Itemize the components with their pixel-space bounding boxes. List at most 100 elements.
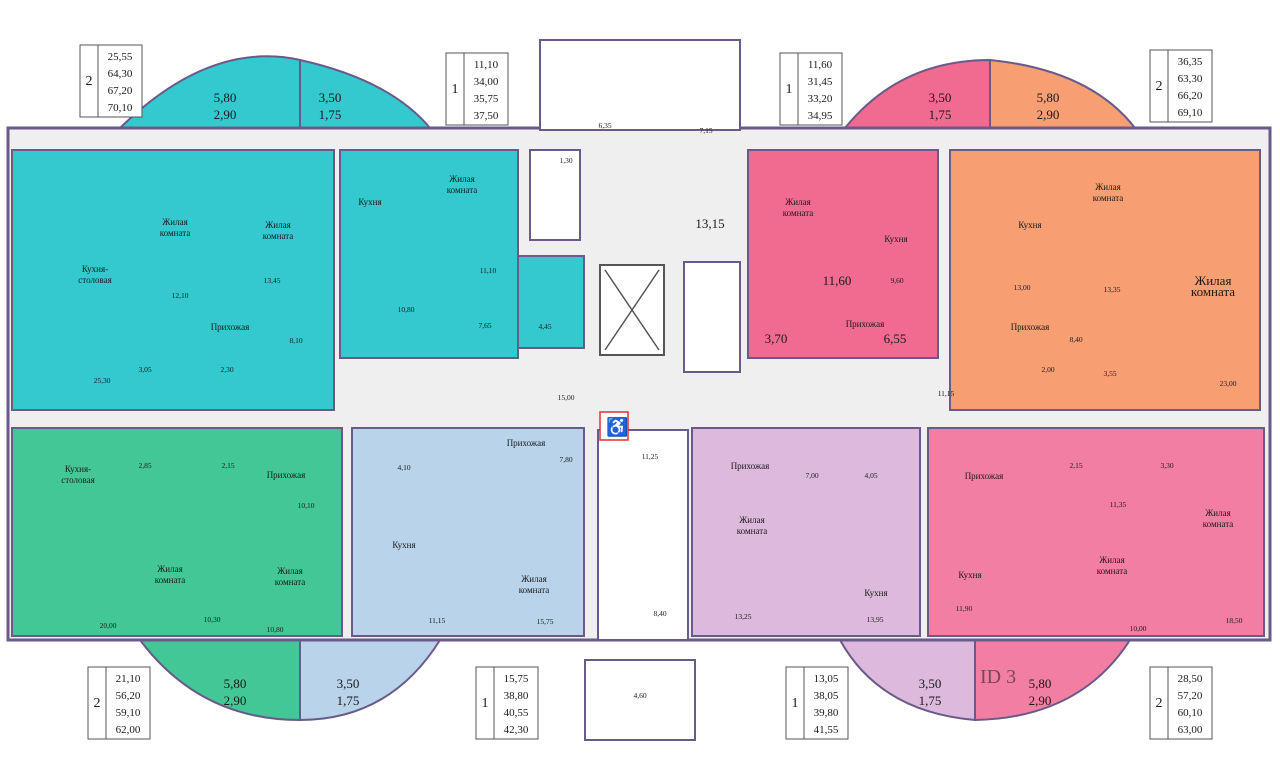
room-area: 23,00 [1220,379,1237,388]
summary-value: 37,50 [474,110,499,122]
summary-value: 34,95 [808,110,833,122]
room-label: комната [275,577,306,587]
balcony-se [838,639,976,722]
room-area: 4,10 [397,463,410,472]
room-area: 3,70 [765,331,788,346]
summary-value: 60,10 [1178,707,1203,719]
balcony-sw2 [299,639,442,722]
room-label: Прихожая [731,461,770,471]
summary-value: 69,10 [1178,107,1203,119]
summary-value: 34,00 [474,76,499,88]
apartment-4 [949,149,1261,411]
summary-table [785,666,849,740]
room-label: Прихожая [267,470,306,480]
room-label: Прихожая [1011,322,1050,332]
summary-value: 36,35 [1178,56,1203,68]
summary-value: 15,75 [504,673,529,685]
room-area: 2,15 [221,461,234,470]
room-area: 10,80 [398,305,415,314]
room-area: 6,55 [884,331,907,346]
room-area: 15,00 [558,393,575,402]
summary-value: 62,00 [116,724,141,736]
core: ♿ [529,39,741,741]
room-label: комната [263,231,294,241]
room-area: 2,85 [138,461,151,470]
room-label: комната [737,526,768,536]
room-area: 4,45 [538,322,551,331]
apartment-2 [339,149,519,359]
room-label: Жилая [785,197,811,207]
room-area: 11,25 [642,452,659,461]
room-area: 11,90 [956,604,973,613]
room-label: комната [519,585,550,595]
room-label: Жилая [277,566,303,576]
summary-value: 63,30 [1178,73,1203,85]
dimension: 7,15 [699,126,712,135]
balcony-area-bottom: 1,75 [929,107,952,122]
summary-rooms: 1 [792,696,799,711]
summary-value: 31,45 [808,76,833,88]
balconies [117,55,1138,722]
stair-top [529,149,581,241]
room-area: 10,80 [267,625,284,634]
summary-table [1149,49,1213,123]
room-label: Кухня- [65,464,91,474]
dimension: 1,30 [559,156,572,165]
room-area: 11,35 [1110,500,1127,509]
summary-value: 64,30 [108,68,133,80]
room-label: Кухня [864,588,887,598]
balcony-area-bottom: 2,90 [1029,693,1052,708]
room-area: 10,10 [298,501,315,510]
room-area: 11,60 [823,273,852,288]
room-label: Кухня [958,570,981,580]
balcony-area-top: 3,50 [319,90,342,105]
summary-rooms: 1 [482,696,489,711]
balcony-area-bottom: 2,90 [224,693,247,708]
apartment-7 [691,427,921,637]
balcony-area-bottom: 1,75 [919,693,942,708]
room-label: Жилая [157,564,183,574]
summary-table [445,52,509,126]
room-label: Жилая [1205,508,1231,518]
accessibility-glyph: ♿ [606,416,628,437]
room-label: Жилая [521,574,547,584]
apartment-6 [351,427,585,637]
summary-value: 56,20 [116,690,141,702]
room-area: 13,35 [1104,285,1121,294]
balcony-sw [137,639,301,722]
summary-rooms: 1 [786,82,793,97]
balcony-area-top: 5,80 [224,676,247,691]
labels: 225,5564,3067,2070,10111,1034,0035,7537,… [61,44,1243,740]
balcony-area-bottom: 1,75 [319,107,342,122]
balcony-area-bottom: 2,90 [1037,107,1060,122]
apartment-5 [11,427,343,637]
room-label: комната [783,208,814,218]
room-area: 8,40 [653,609,666,618]
stair-main [683,261,741,373]
balcony-area-top: 5,80 [1029,676,1052,691]
room-area: 25,30 [94,376,111,385]
room-area: 9,60 [890,276,903,285]
summary-value: 63,00 [1178,724,1203,736]
room-area: 8,10 [289,336,302,345]
room-label: Прихожая [846,319,885,329]
room-label: Жилая [739,515,765,525]
room-area: 3,30 [1160,461,1173,470]
room-area: 7,00 [805,471,818,480]
summary-value: 38,05 [814,690,839,702]
summary-value: 25,55 [108,51,133,63]
room-label: Кухня [392,540,415,550]
watermark: ID 3 [980,666,1016,688]
room-area: 7,65 [478,321,491,330]
room-area: 7,80 [559,455,572,464]
room-label: Кухня [884,234,907,244]
room-area: 2,15 [1069,461,1082,470]
summary-rooms: 2 [1156,79,1163,94]
dimension: 4,60 [633,691,646,700]
summary-value: 13,05 [814,673,839,685]
summary-value: 35,75 [474,93,499,105]
room-label: Жилая [449,174,475,184]
room-label: Прихожая [507,438,546,448]
room-label: Жилая [265,220,291,230]
